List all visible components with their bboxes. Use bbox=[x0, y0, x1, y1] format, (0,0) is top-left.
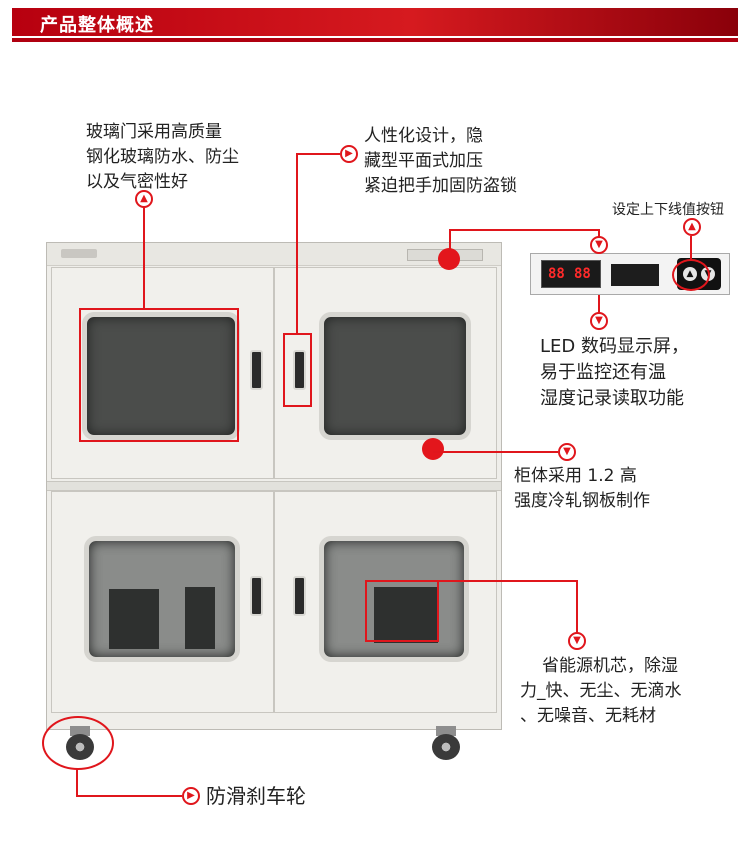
circled-down-arrow-icon: ▼ bbox=[558, 443, 576, 461]
circled-right-arrow-icon: ▶ bbox=[182, 787, 200, 805]
marker-cabinet-body bbox=[422, 438, 444, 460]
glass-window-upper-left bbox=[82, 312, 240, 440]
callout-wheel: 防滑刹车轮 bbox=[206, 784, 306, 808]
caster-fork bbox=[436, 726, 456, 736]
door-handle-lower-left bbox=[250, 576, 263, 616]
callout-line: 紧迫把手加固防盗锁 bbox=[364, 176, 517, 196]
circled-right-arrow-icon: ▶ bbox=[340, 145, 358, 163]
cabinet bbox=[46, 242, 502, 730]
banner-title: 产品整体概述 bbox=[40, 15, 154, 36]
connector-panel-h bbox=[449, 229, 599, 231]
door-lower-left bbox=[51, 491, 274, 713]
callout-line: 省能源机芯，除湿 bbox=[542, 656, 678, 676]
led-digits-left: 88 bbox=[548, 266, 565, 282]
connector-handle-h bbox=[296, 153, 340, 155]
caster-wheel-right bbox=[428, 726, 464, 762]
callout-led: LED 数码显示屏， 易于监控还有温 湿度记录读取功能 bbox=[540, 334, 689, 412]
connector-handle-v bbox=[296, 153, 298, 334]
circled-down-arrow-icon: ▼ bbox=[568, 632, 586, 650]
connector-core-v bbox=[576, 580, 578, 634]
connector-panel-v2 bbox=[598, 229, 600, 239]
dehumidifier-core-unit bbox=[374, 587, 438, 643]
keypad-highlight-ring bbox=[672, 259, 710, 291]
glass-window-lower-left bbox=[84, 536, 240, 662]
callout-line: 强度冷轧钢板制作 bbox=[514, 491, 650, 511]
cabinet-seam bbox=[47, 481, 501, 491]
caster-tire bbox=[432, 734, 460, 760]
led-digits-right: 88 bbox=[574, 266, 591, 282]
marker-control-panel bbox=[438, 248, 460, 270]
highlight-handle bbox=[283, 333, 312, 407]
callout-line: 湿度记录读取功能 bbox=[540, 388, 684, 409]
callout-line: 以及气密性好 bbox=[86, 172, 188, 192]
banner-bar bbox=[12, 8, 738, 36]
callout-body: 柜体采用 1.2 高 强度冷轧钢板制作 bbox=[514, 464, 650, 514]
circled-down-arrow-icon: ▼ bbox=[590, 236, 608, 254]
callout-line: 易于监控还有温 bbox=[540, 362, 666, 383]
glass-window-upper-right bbox=[319, 312, 471, 440]
highlight-glass-door bbox=[79, 308, 239, 442]
connector-wheel-v bbox=[76, 769, 78, 796]
callout-line: 人性化设计，隐 bbox=[364, 126, 483, 146]
circled-up-arrow-icon: ▲ bbox=[683, 218, 701, 236]
callout-glass-door: 玻璃门采用高质量 钢化玻璃防水、防尘 以及气密性好 bbox=[86, 120, 239, 195]
connector-core-h bbox=[438, 580, 577, 582]
interior-block-right bbox=[185, 587, 215, 649]
callout-line: 、无噪音、无耗材 bbox=[520, 706, 656, 726]
highlight-wheel bbox=[42, 716, 114, 770]
highlight-core-unit bbox=[365, 580, 439, 642]
connector-glass-door bbox=[143, 206, 145, 309]
indicator-block bbox=[611, 264, 659, 286]
door-handle-upper-left bbox=[250, 350, 263, 390]
glass-window-lower-right bbox=[319, 536, 469, 662]
callout-core: 省能源机芯，除湿 力_快、无尘、无滴水 、无噪音、无耗材 bbox=[520, 654, 682, 729]
callout-line: 藏型平面式加压 bbox=[364, 151, 483, 171]
connector-wheel-h bbox=[76, 795, 182, 797]
brand-logo bbox=[61, 249, 97, 258]
door-handle-upper-right bbox=[293, 350, 306, 390]
connector-led bbox=[598, 295, 600, 315]
cabinet-top-bar bbox=[47, 243, 501, 266]
callout-handle: 人性化设计，隐 藏型平面式加压 紧迫把手加固防盗锁 bbox=[364, 124, 517, 199]
door-lower-right bbox=[274, 491, 497, 713]
door-handle-lower-right bbox=[293, 576, 306, 616]
callout-buttons: 设定上下线值按钮 bbox=[612, 202, 724, 218]
door-upper-left bbox=[51, 267, 274, 479]
callout-line: 玻璃门采用高质量 bbox=[86, 122, 222, 142]
led-display: 88 88 bbox=[541, 260, 601, 288]
circled-up-arrow-icon: ▲ bbox=[135, 190, 153, 208]
banner-stripe bbox=[12, 38, 738, 42]
circled-down-arrow-icon: ▼ bbox=[590, 312, 608, 330]
connector-buttons bbox=[690, 236, 692, 260]
interior-block-left bbox=[109, 589, 159, 649]
callout-line: LED 数码显示屏， bbox=[540, 336, 689, 357]
banner: 产品整体概述 bbox=[12, 8, 738, 44]
connector-body-h bbox=[433, 451, 558, 453]
connector-panel-v1 bbox=[449, 229, 451, 249]
callout-line: 柜体采用 1.2 高 bbox=[514, 466, 637, 486]
callout-line: 钢化玻璃防水、防尘 bbox=[86, 147, 239, 167]
callout-line: 力_快、无尘、无滴水 bbox=[520, 681, 682, 701]
